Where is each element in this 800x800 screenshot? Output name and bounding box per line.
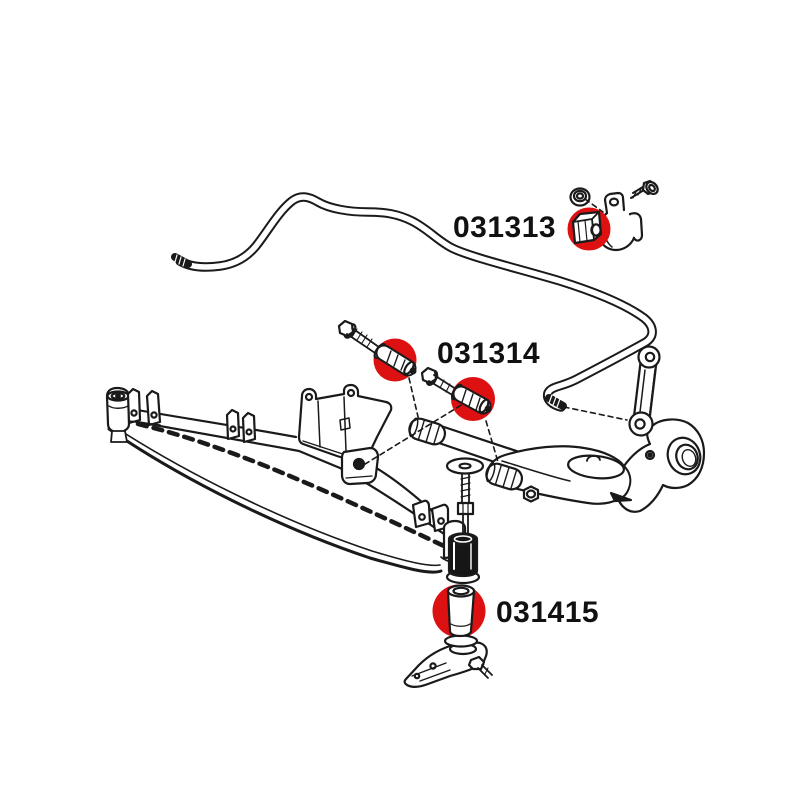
subframe-bushing-installed — [447, 532, 479, 578]
leader-lines — [356, 198, 628, 470]
bushing-bolt-2 — [420, 366, 495, 421]
subframe-beam — [105, 383, 471, 574]
stabilizer-drop-link — [628, 345, 661, 437]
bushing-cylinder-031415 — [446, 584, 476, 638]
beam-mount-block — [340, 446, 380, 486]
bar-thread-tip-right — [545, 394, 567, 410]
subframe-mount-bolt-assembly — [445, 457, 485, 585]
bracket-bolt — [467, 655, 493, 679]
hub-bushing-ring — [644, 436, 702, 476]
stabilizer-clamp-assembly — [567, 179, 659, 252]
subframe-bushing-new — [403, 584, 493, 688]
stabilizer-bushing-block — [571, 210, 603, 245]
beam-center-tower — [297, 383, 393, 464]
trailing-arm-sleeve-outer — [408, 417, 447, 446]
bar-thread-tip-left — [171, 253, 192, 268]
stabilizer-bar — [171, 192, 657, 412]
beam-bracket-2 — [225, 408, 257, 444]
subframe-front-bushing-left — [105, 386, 131, 443]
trailing-arm-sleeve-inner — [485, 462, 524, 491]
arm-chevron-mark — [609, 491, 633, 503]
trailing-arm — [408, 417, 706, 513]
bushing-bolt-1 — [337, 319, 417, 382]
clamp-bolt — [630, 179, 659, 199]
beam-bracket-1 — [126, 387, 162, 427]
beam-bracket-4 — [411, 499, 450, 533]
part-number-031313: 031313 — [453, 211, 557, 244]
part-number-031415: 031415 — [496, 596, 600, 629]
part-number-031314: 031314 — [437, 337, 541, 370]
small-nut — [522, 485, 540, 503]
clamp-nut — [569, 187, 591, 207]
trailing-arm-dome — [567, 454, 625, 480]
